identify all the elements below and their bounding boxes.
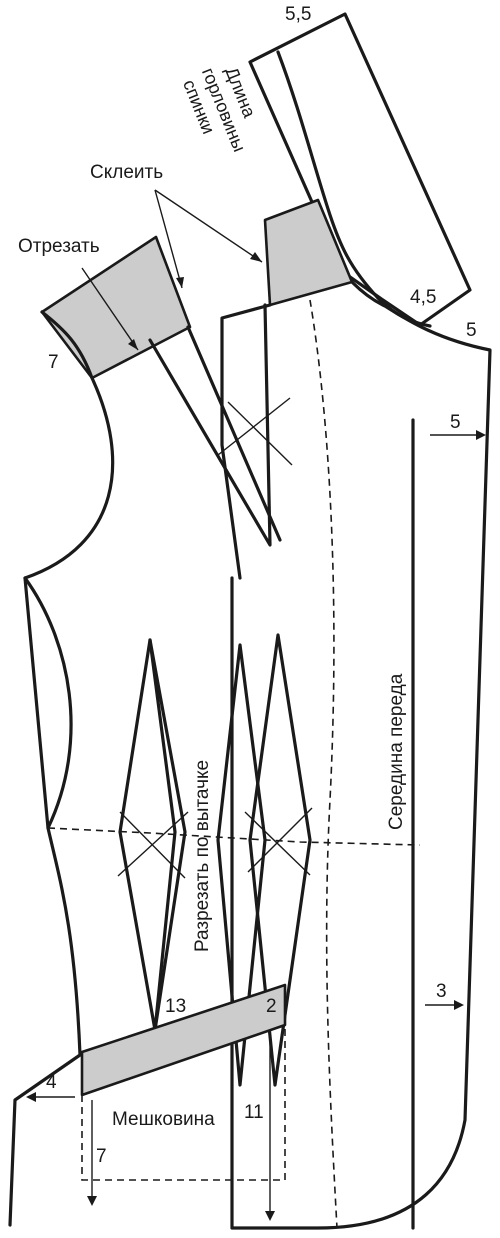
label-cut-along-dart: Разрезать по вытачке xyxy=(192,760,213,952)
waist-line xyxy=(47,827,421,846)
label-7-shoulder: 7 xyxy=(48,352,59,373)
shoulder-dart xyxy=(148,303,293,547)
dart-dashed-line xyxy=(309,299,338,1229)
label-4-5: 4,5 xyxy=(410,287,436,308)
front-panel-outline xyxy=(220,280,492,1230)
label-burlap: Мешковина xyxy=(112,1109,215,1130)
center-diamond-dart xyxy=(216,633,313,1087)
label-glue: Склеить xyxy=(90,162,163,183)
label-5-arrow: 5 xyxy=(450,412,461,433)
label-cut-off: Отрезать xyxy=(18,236,100,257)
label-11: 11 xyxy=(244,1102,264,1123)
glue-piece-neck xyxy=(263,198,354,307)
side-panel-outline xyxy=(8,310,115,1227)
pointer-arrows xyxy=(81,189,263,351)
side-panel-inner xyxy=(23,576,73,830)
glue-piece-left xyxy=(40,235,192,380)
label-neck-5-5: 5,5 xyxy=(285,4,311,25)
label-2: 2 xyxy=(266,996,277,1017)
label-7-pocket: 7 xyxy=(96,1146,107,1167)
label-3-arrow: 3 xyxy=(436,981,447,1002)
label-center-front: Середина переда xyxy=(386,673,407,830)
label-13: 13 xyxy=(165,996,186,1017)
label-5-shoulder: 5 xyxy=(466,320,477,341)
measurement-arrows xyxy=(26,430,486,1221)
burlap-outline xyxy=(81,1025,286,1181)
left-diamond-dart xyxy=(117,638,189,1032)
welt-pocket xyxy=(80,983,287,1097)
label-4-arrow: 4 xyxy=(46,1072,57,1093)
front-neck-curve xyxy=(376,296,432,328)
